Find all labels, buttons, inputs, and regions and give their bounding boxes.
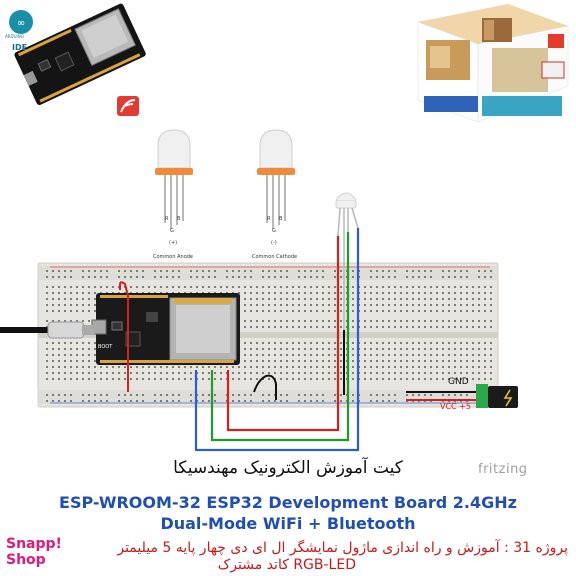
electronics-kit-box-photo	[417, 4, 569, 123]
anode-sign: (+)	[169, 240, 178, 246]
project-title-line2: RGB-LED کاتد مشترک	[217, 557, 356, 573]
svg-text:∞: ∞	[17, 18, 25, 29]
cathode-pin-r: R	[267, 216, 271, 222]
power-wires	[406, 391, 480, 401]
usb-cable	[0, 321, 94, 339]
wire-red	[226, 236, 340, 432]
fritzing-watermark: fritzing	[478, 462, 528, 477]
wire-blue	[194, 228, 360, 452]
esp32-dev-board: BOOT	[91, 293, 240, 365]
common-anode-label: Common Anode	[153, 254, 194, 260]
ide-logo-text: IDE	[12, 43, 28, 52]
dc-power-jack	[476, 384, 518, 408]
arduino-logo-text: ARDUINO	[5, 34, 24, 39]
led-common-anode	[155, 129, 193, 229]
arduino-ide-logo: ∞	[9, 10, 33, 34]
cathode-pin-b: B	[279, 216, 283, 222]
persian-kit-title: کیت آموزش الکترونیک مهندسیکا	[173, 458, 403, 478]
wire-red-board	[119, 281, 129, 392]
wire-green	[210, 232, 350, 442]
wire-black-jumper	[253, 374, 277, 400]
anode-pin-r: R	[165, 216, 169, 222]
rgb-led-on-board	[335, 192, 359, 395]
snapp-shop-logo: Snapp! Shop	[6, 536, 62, 568]
anode-pin-g: G	[170, 228, 174, 234]
gnd-label: GND	[448, 377, 469, 387]
english-title-line1: ESP-WROOM-32 ESP32 Development Board 2.4…	[59, 493, 517, 512]
svg-text:BOOT: BOOT	[98, 344, 113, 350]
espressif-logo	[117, 96, 139, 116]
anode-pin-b: B	[177, 216, 181, 222]
cathode-pin-g: G	[272, 228, 276, 234]
cathode-sign: (-)	[271, 240, 277, 246]
esp32-product-photo	[8, 3, 146, 105]
led-common-cathode	[257, 129, 295, 229]
common-cathode-label: Common Cathode	[252, 254, 298, 260]
english-title-line2: Dual-Mode WiFi + Bluetooth	[160, 514, 416, 533]
vcc-label: VCC +5	[440, 402, 471, 411]
project-title-line1: پروژه 31 : آموزش و راه اندازی ماژول نمای…	[117, 540, 568, 556]
